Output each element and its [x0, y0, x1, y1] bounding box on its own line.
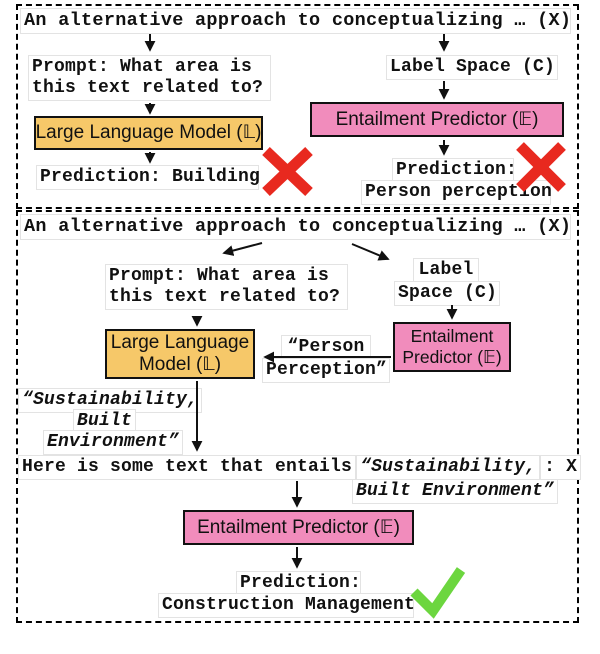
- entailment-output-line2: Perception”: [262, 358, 390, 383]
- top-panel-border: [16, 4, 579, 209]
- bottom-input-text: An alternative approach to conceptualizi…: [20, 214, 571, 240]
- hypothesis-prefix: Here is some text that entails: [18, 455, 357, 480]
- bottom-prompt-line2: this text related to?: [109, 287, 341, 307]
- bottom-label-space-line1: Label: [413, 258, 479, 283]
- llm-output-line3: Environment”: [43, 430, 184, 455]
- hypothesis-quote-part2: Built Environment”: [352, 479, 559, 504]
- bottom-entailment-label-line1: Entailment: [410, 326, 494, 346]
- top-label-space: Label Space (C): [386, 55, 558, 80]
- entailment-output-line1: “Person: [281, 335, 371, 360]
- bottom-entailment2-label: Entailment Predictor (𝔼): [197, 516, 400, 538]
- top-llm-node: Large Language Model (𝕃): [34, 116, 263, 150]
- bottom-label-space-line2: Space (C): [394, 281, 500, 306]
- bottom-llm-node: Large Language Model (𝕃): [105, 329, 255, 379]
- top-prompt-box: Prompt: What area is this text related t…: [28, 55, 271, 101]
- bottom-entailment-node: Entailment Predictor (𝔼): [393, 322, 511, 372]
- bottom-prompt-line1: Prompt: What area is: [109, 266, 330, 286]
- top-entailment-label: Entailment Predictor (𝔼): [335, 108, 539, 130]
- top-llm-label: Large Language Model (𝕃): [35, 122, 262, 143]
- top-prompt-line1: Prompt: What area is: [32, 57, 253, 77]
- hypothesis-line1: Here is some text that entails “Sustaina…: [18, 455, 582, 480]
- top-llm-prediction: Prediction: Building: [36, 165, 260, 190]
- final-prediction-line2: Construction Management: [158, 593, 415, 618]
- bottom-entailment-label-line2: Predictor (𝔼): [402, 347, 502, 367]
- top-entailment-prediction-line2: Person perception: [361, 180, 552, 205]
- bottom-llm-label-line2: Model (𝕃): [138, 354, 222, 375]
- top-entailment-prediction-line1: Prediction:: [392, 158, 517, 183]
- hypothesis-quote-part1: “Sustainability,: [356, 455, 541, 480]
- bottom-entailment2-node: Entailment Predictor (𝔼): [183, 510, 414, 545]
- bottom-prompt-box: Prompt: What area is this text related t…: [105, 264, 348, 310]
- bottom-panel-border: [16, 210, 579, 623]
- bottom-llm-label-line1: Large Language: [110, 332, 250, 353]
- top-prompt-line2: this text related to?: [32, 78, 264, 98]
- hypothesis-suffix: : X: [540, 455, 582, 480]
- llm-output-line2: Built: [73, 409, 137, 434]
- top-input-text: An alternative approach to conceptualizi…: [20, 8, 571, 34]
- top-entailment-node: Entailment Predictor (𝔼): [310, 102, 564, 137]
